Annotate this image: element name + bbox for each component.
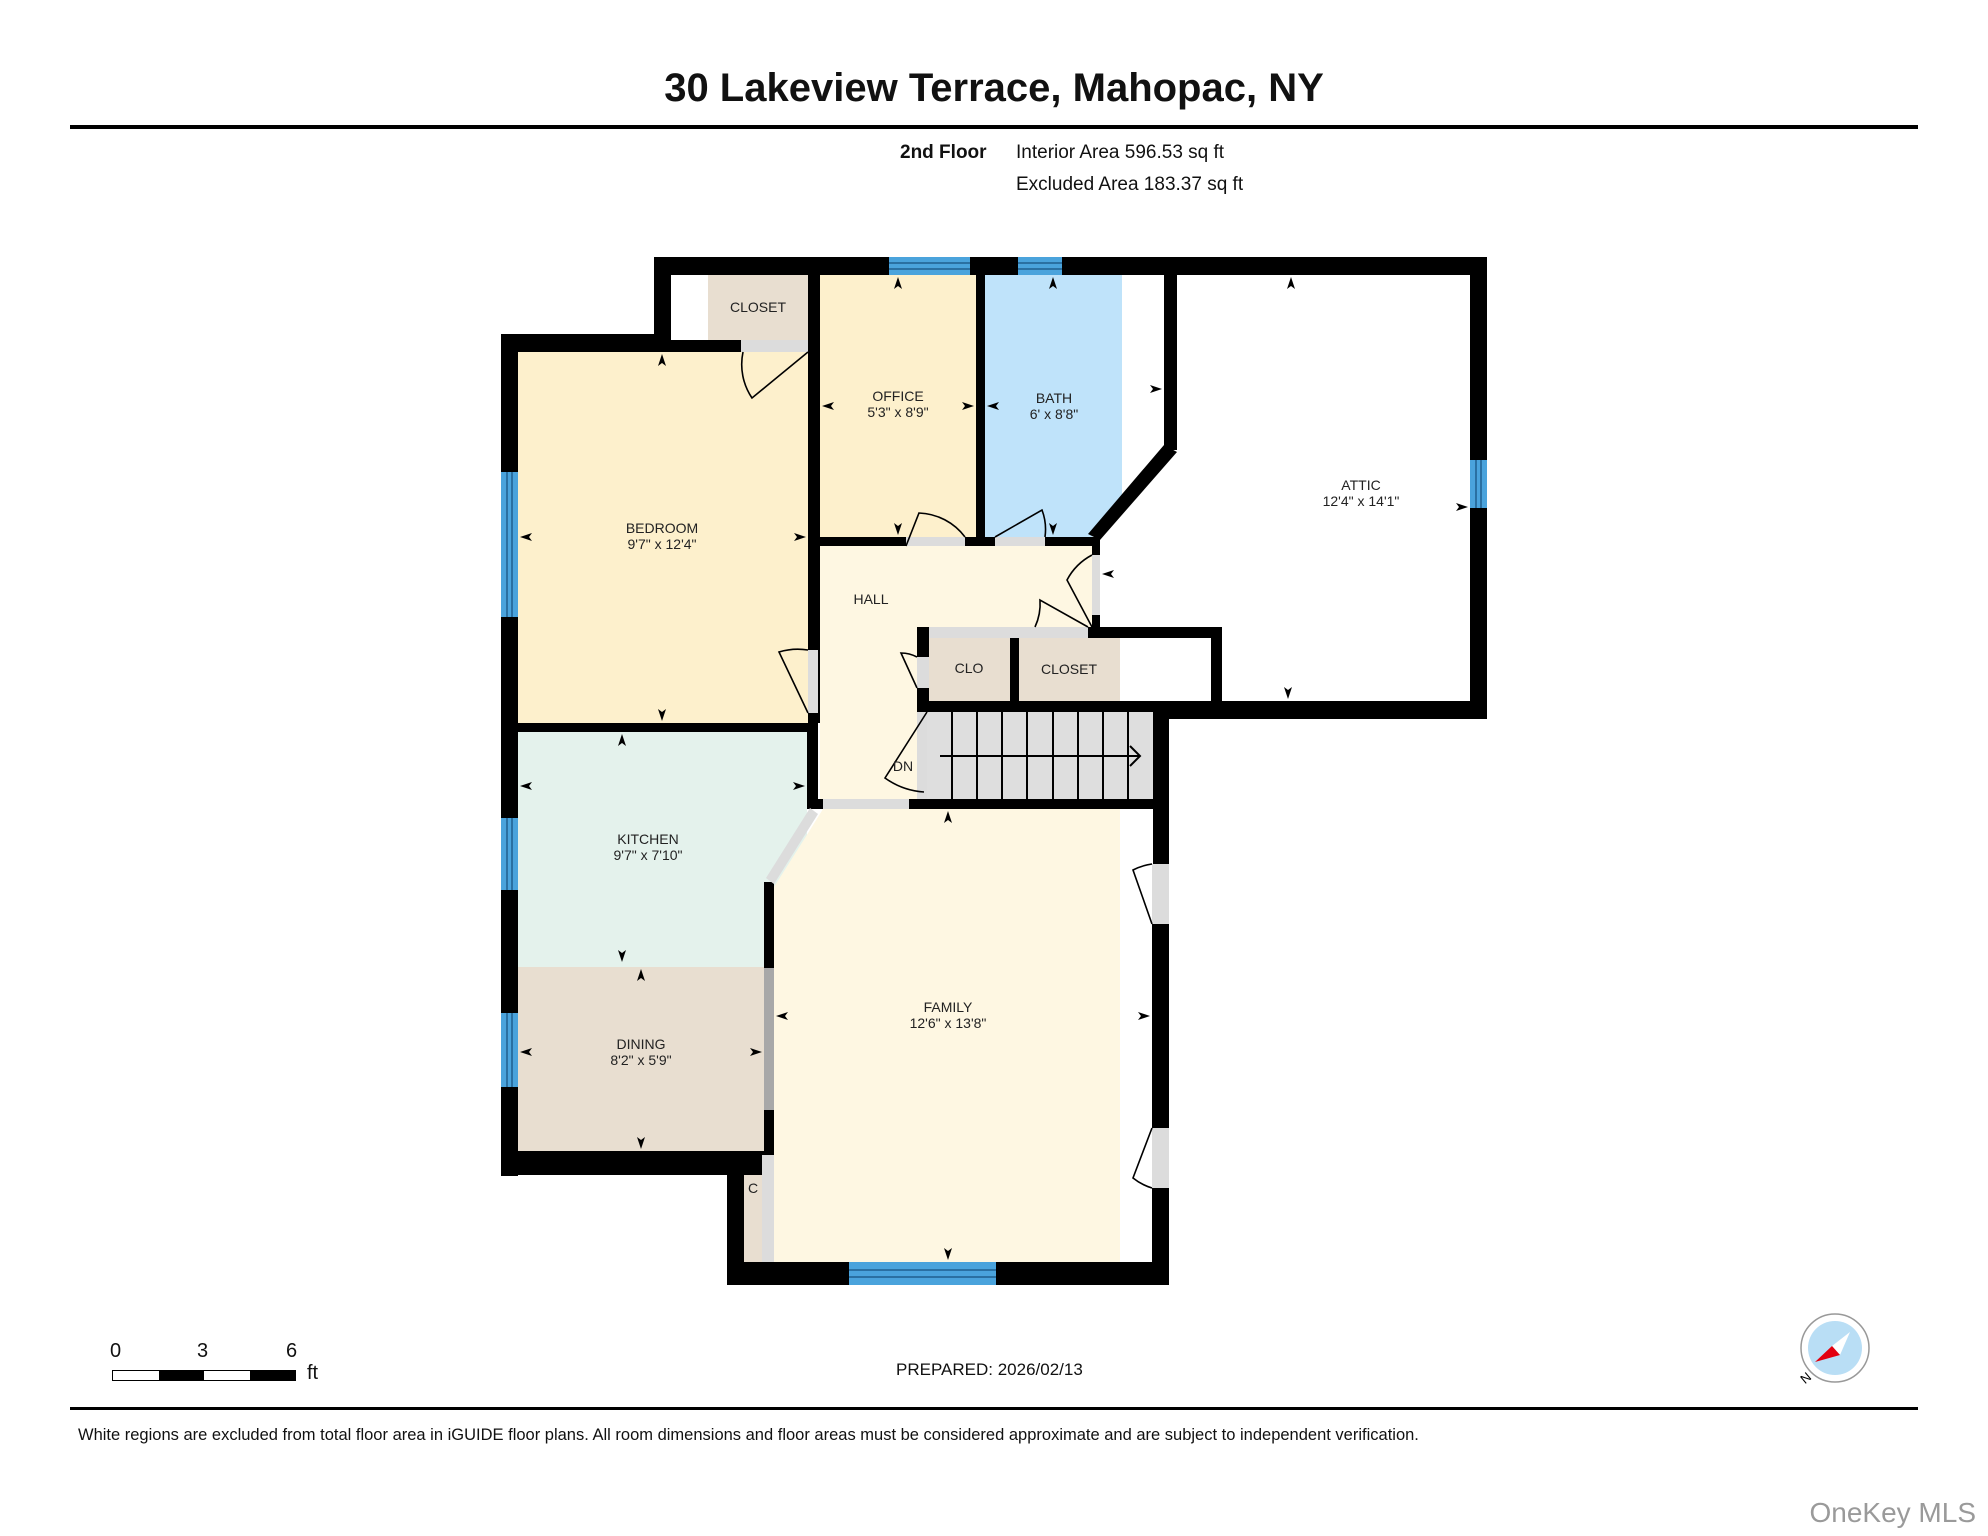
- family-fill[interactable]: [774, 809, 1120, 1262]
- disclaimer-text: White regions are excluded from total fl…: [78, 1426, 1419, 1444]
- bath-door[interactable]: [995, 537, 1045, 546]
- kitchen-fill[interactable]: [518, 732, 807, 967]
- closet-mid-fill[interactable]: [1019, 638, 1120, 701]
- kitchen-label: KITCHEN: [617, 831, 678, 847]
- family-dims: 12'6" x 13'8": [910, 1015, 987, 1031]
- kitchen-dims: 9'7" x 7'10": [614, 847, 683, 863]
- page-title: 30 Lakeview Terrace, Mahopac, NY: [664, 66, 1324, 110]
- window-bath: [1018, 257, 1062, 275]
- closet-small-door[interactable]: [762, 1155, 774, 1262]
- clo-fill[interactable]: [929, 638, 1010, 701]
- closet-top-fill[interactable]: [708, 274, 808, 340]
- closet-top-door[interactable]: [741, 340, 808, 352]
- attic-dims: 12'4" x 14'1": [1323, 493, 1400, 509]
- stairs-treads: [940, 712, 1142, 799]
- hall-fill[interactable]: [820, 546, 1092, 799]
- closet-mid-label: CLOSET: [1041, 661, 1097, 677]
- dimension-markers: [520, 277, 1468, 1260]
- bath-dims: 6' x 8'8": [1030, 406, 1078, 422]
- prepared-date: PREPARED: 2026/02/13: [896, 1360, 1083, 1379]
- bath-fill[interactable]: [985, 275, 1122, 537]
- bedroom-label: BEDROOM: [626, 520, 698, 536]
- excluded-area: Excluded Area 183.37 sq ft: [1016, 174, 1244, 195]
- stairs-dn-label: DN: [893, 758, 913, 774]
- window-office: [889, 257, 970, 275]
- watermark: OneKey MLS: [1809, 1497, 1976, 1528]
- closet-mid-door[interactable]: [929, 627, 1088, 638]
- window-dining: [501, 1013, 518, 1087]
- office-dims: 5'3" x 8'9": [867, 404, 928, 420]
- compass-icon: N: [1797, 1313, 1870, 1387]
- door-swings: [740, 351, 1153, 1189]
- family-label: FAMILY: [924, 999, 973, 1015]
- header-divider: [70, 125, 1918, 129]
- room-labels: CLOSET OFFICE 5'3" x 8'9" BATH 6' x 8'8"…: [610, 299, 1399, 1196]
- closet-small-fill[interactable]: [744, 1155, 762, 1262]
- office-fill[interactable]: [820, 275, 976, 537]
- attic-label: ATTIC: [1341, 477, 1380, 493]
- bedroom-fill[interactable]: [518, 352, 808, 723]
- hall-family-opening[interactable]: [823, 799, 909, 809]
- dining-dims: 8'2" x 5'9": [610, 1052, 671, 1068]
- door-openings: [741, 340, 1169, 1262]
- closet-top-label: CLOSET: [730, 299, 786, 315]
- scale-bar: [112, 1370, 296, 1381]
- dining-fill[interactable]: [518, 967, 764, 1151]
- closet-small-label: C: [748, 1180, 758, 1196]
- clo-label: CLO: [955, 660, 984, 676]
- bedroom-dims: 9'7" x 12'4": [628, 536, 697, 552]
- scale-tick-6: 6: [286, 1340, 298, 1362]
- window-bedroom: [501, 472, 518, 617]
- scale-unit: ft: [307, 1362, 319, 1384]
- room-fills: [518, 274, 1153, 1262]
- hall-label: HALL: [853, 591, 888, 607]
- dining-label: DINING: [617, 1036, 666, 1052]
- scale-tick-3: 3: [197, 1340, 209, 1362]
- dining-family-opening: [764, 968, 774, 1110]
- bath-label: BATH: [1036, 390, 1072, 406]
- footer-divider: [70, 1407, 1918, 1410]
- floor-label: 2nd Floor: [900, 142, 987, 163]
- window-attic: [1470, 460, 1487, 508]
- clo-door[interactable]: [917, 657, 929, 688]
- stairs-door[interactable]: [917, 712, 927, 799]
- bedroom-door[interactable]: [808, 650, 818, 713]
- family-door-upper[interactable]: [1152, 864, 1169, 924]
- scale-tick-0: 0: [110, 1340, 122, 1362]
- office-door[interactable]: [906, 537, 965, 546]
- window-family: [849, 1262, 996, 1285]
- family-door-lower[interactable]: [1152, 1128, 1169, 1188]
- window-kitchen: [501, 818, 518, 890]
- office-label: OFFICE: [872, 388, 923, 404]
- windows: [501, 257, 1487, 1285]
- interior-area: Interior Area 596.53 sq ft: [1016, 142, 1225, 163]
- attic-door[interactable]: [1092, 555, 1100, 615]
- kitchen-family-opening[interactable]: [766, 808, 818, 884]
